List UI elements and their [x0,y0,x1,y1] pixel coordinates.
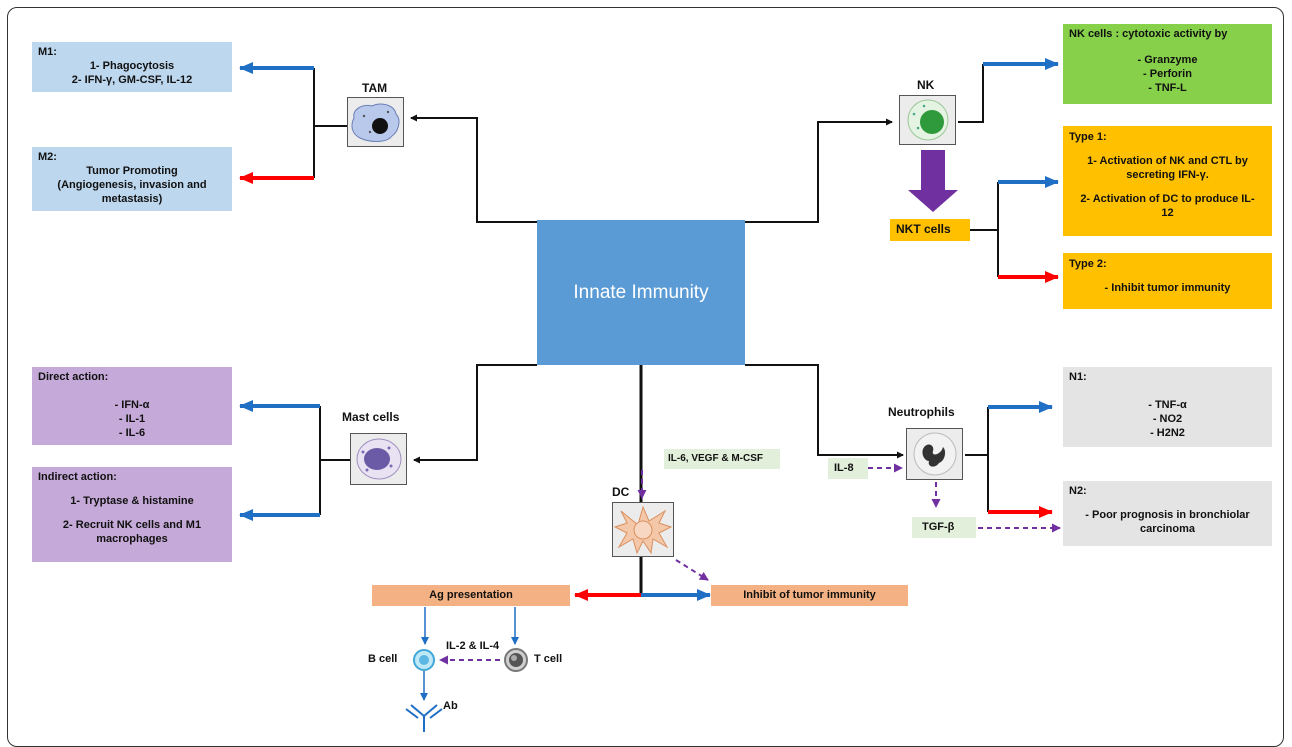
nkt-type1-line: 12 [1161,207,1174,219]
nkt-cells-box: NKT cells [890,219,970,241]
tam-m1-heading: M1: [38,46,57,58]
nkt-type1-box: Type 1: 1- Activation of NK and CTL by s… [1063,126,1272,236]
nk-label: NK [917,78,935,92]
neutrophils-n1-box: N1: - TNF-α - NO2 - H2N2 [1063,367,1272,447]
neutrophils-n2-line: - Poor prognosis in bronchiolar [1085,509,1250,521]
dendritic-cell-icon [613,505,673,555]
b-cell-label: B cell [368,653,398,665]
mast-cells-label: Mast cells [342,410,400,424]
dc-factors-box: IL-6, VEGF & M-CSF [664,449,780,469]
tam-cell-image [347,97,404,147]
nkt-type1-line: 1- Activation of NK and CTL by [1087,155,1248,167]
nkt-type2-heading: Type 2: [1069,258,1107,270]
mast-indirect-line: 1- Tryptase & histamine [70,495,194,507]
nkt-type2-line: - Inhibit tumor immunity [1104,282,1231,294]
tam-m2-heading: M2: [38,151,57,163]
tam-label: TAM [362,81,388,95]
neutrophils-n2-heading: N2: [1069,485,1087,497]
mast-indirect-heading: Indirect action: [38,471,117,483]
b-cell-icon [413,649,435,671]
neutrophil-cell-image [906,428,963,480]
center-title: Innate Immunity [573,281,709,303]
neutrophils-n2-line: carcinoma [1139,523,1196,535]
nkt-type1-line: secreting IFN-γ. [1126,169,1209,181]
mast-direct-line: - IL-6 [118,427,146,439]
nk-cell-image [899,95,956,145]
mast-cell-image [350,433,407,485]
ag-presentation-box: Ag presentation [372,585,570,606]
innate-immunity-box: Innate Immunity [537,220,745,365]
tam-m2-line: Tumor Promoting [86,165,178,177]
t-cell-icon [504,648,528,672]
neutrophils-n1-heading: N1: [1069,371,1087,383]
t-cell-label: T cell [534,653,563,665]
antibody-icon [405,704,443,732]
neutrophils-n1-line: - TNF-α [1148,399,1187,411]
tam-m2-line: metastasis) [101,193,163,205]
tam-m2-line: (Angiogenesis, invasion and [57,179,207,191]
nkt-type1-heading: Type 1: [1069,131,1107,143]
tam-m1-line: 1- Phagocytosis [89,60,175,72]
tam-m2-box: M2: Tumor Promoting (Angiogenesis, invas… [32,147,232,211]
neutrophils-n1-line: - H2N2 [1150,427,1185,439]
nk-box-heading: NK cells : cytotoxic activity by [1069,28,1228,40]
mast-indirect-line: 2- Recruit NK cells and M1 [62,519,202,531]
mast-direct-heading: Direct action: [38,371,109,383]
inhibit-tumor-box: Inhibit of tumor immunity [711,585,908,606]
il2-il4-label: IL-2 & IL-4 [446,640,500,652]
mast-direct-box: Direct action: - IFN-α - IL-1 - IL-6 [32,367,232,445]
connector-lines [239,58,1061,732]
ab-label: Ab [443,700,458,712]
nk-cytotoxic-box: NK cells : cytotoxic activity by - Granz… [1063,24,1272,104]
tgfb-box: TGF-β [912,517,976,538]
nk-cell-icon [907,99,949,141]
tam-m1-box: M1: 1- Phagocytosis 2- IFN-γ, GM-CSF, IL… [32,42,232,92]
nk-box-line: - Granzyme [1137,54,1198,66]
mast-indirect-line: macrophages [96,533,168,545]
dc-cell-image [612,502,674,557]
nkt-type2-box: Type 2: - Inhibit tumor immunity [1063,253,1272,309]
mast-cell-icon [356,438,402,480]
neutrophil-icon [913,432,957,476]
neutrophils-n2-box: N2: - Poor prognosis in bronchiolar carc… [1063,481,1272,546]
dc-label: DC [612,485,630,499]
neutrophils-n1-line: - NO2 [1152,413,1183,425]
nk-box-line: - Perforin [1143,68,1192,80]
tam-m1-line: 2- IFN-γ, GM-CSF, IL-12 [71,74,193,86]
macrophage-icon [351,103,400,142]
mast-direct-line: - IL-1 [118,413,146,425]
il8-box: IL-8 [828,458,868,479]
mast-direct-line: - IFN-α [114,399,150,411]
mast-indirect-box: Indirect action: 1- Tryptase & histamine… [32,467,232,562]
neutrophils-label: Neutrophils [888,405,955,419]
nk-box-line: - TNF-L [1148,82,1187,94]
nkt-type1-line: 2- Activation of DC to produce IL- [1080,193,1255,205]
